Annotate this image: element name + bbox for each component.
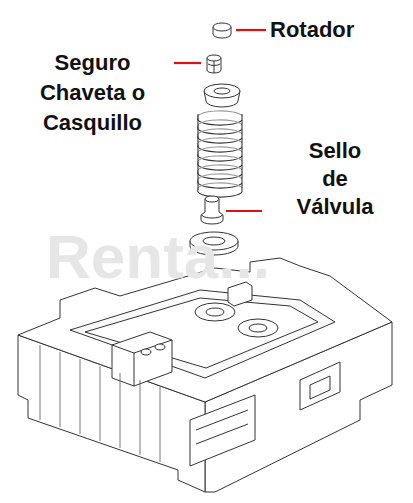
cooling-fins bbox=[40, 345, 160, 462]
spring-coil bbox=[198, 129, 242, 136]
exhaust-port-inner bbox=[310, 376, 330, 399]
valve-guide bbox=[206, 308, 224, 316]
valve-guide bbox=[249, 324, 267, 332]
part-label: Sello de Válvula bbox=[294, 137, 376, 221]
watermark: Renta... bbox=[46, 222, 270, 292]
rotator-part bbox=[213, 23, 231, 31]
leader-line bbox=[226, 210, 262, 212]
spring-coil bbox=[198, 174, 242, 181]
retainer-part bbox=[204, 84, 240, 98]
spring-coil bbox=[198, 147, 242, 154]
boss-hole bbox=[141, 349, 151, 355]
part-label: Seguro Chaveta o Casquillo bbox=[25, 48, 160, 138]
valve-seat bbox=[238, 319, 278, 337]
valve-seal-part bbox=[205, 196, 219, 202]
spring-coil bbox=[198, 165, 242, 172]
fin-line bbox=[140, 380, 141, 455]
rocker-boss bbox=[112, 332, 172, 386]
fin-line bbox=[100, 366, 101, 441]
spring-coil bbox=[198, 138, 242, 145]
head-lower-block bbox=[190, 395, 255, 466]
fin-line bbox=[60, 352, 61, 427]
boss-edge bbox=[134, 353, 135, 386]
valve-seal-part bbox=[201, 199, 223, 224]
leader-line bbox=[236, 29, 266, 31]
keeper-split bbox=[214, 61, 215, 73]
part-label: Rotador bbox=[270, 16, 354, 44]
leader-lines bbox=[174, 30, 266, 211]
spring-coil bbox=[198, 183, 242, 190]
cylinder-head bbox=[18, 258, 392, 492]
spring-edge bbox=[197, 114, 198, 190]
block-edge bbox=[196, 424, 248, 444]
spring-coil bbox=[198, 120, 242, 127]
rocker-well bbox=[70, 290, 335, 378]
valve-seat bbox=[195, 303, 235, 321]
valve-seal-flange bbox=[202, 215, 222, 218]
spring-coil bbox=[198, 111, 242, 118]
keeper-groove bbox=[208, 64, 220, 65]
fin-line bbox=[120, 373, 121, 448]
fin-line bbox=[40, 345, 41, 420]
keeper-part bbox=[207, 55, 221, 61]
spring-edge bbox=[241, 114, 242, 192]
retainer-hole bbox=[214, 88, 230, 94]
leader-line bbox=[174, 62, 201, 64]
valve-parts bbox=[204, 23, 240, 107]
valve-spring bbox=[198, 111, 242, 197]
spring-coil bbox=[198, 190, 242, 197]
exhaust-port bbox=[300, 362, 340, 410]
fin-line bbox=[160, 387, 161, 462]
boss-hole bbox=[155, 344, 165, 350]
fin-line bbox=[80, 359, 81, 434]
spring-coil bbox=[198, 156, 242, 163]
